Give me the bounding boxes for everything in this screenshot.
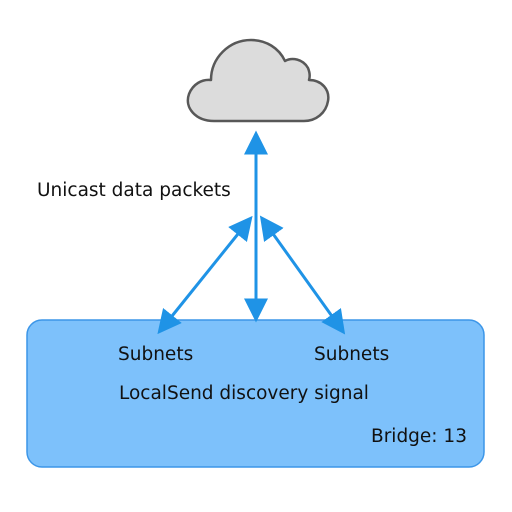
unicast-label: Unicast data packets	[37, 180, 231, 201]
subnet-label-right: Subnets	[314, 344, 390, 365]
arrow-to-right-subnet	[259, 215, 346, 335]
cloud-icon	[186, 38, 330, 123]
bridge-count-label: Bridge: 13	[371, 426, 467, 447]
subnet-label-left: Subnets	[118, 344, 194, 365]
discovery-signal-label: LocalSend discovery signal	[119, 383, 369, 404]
arrow-to-left-subnet	[157, 215, 253, 335]
